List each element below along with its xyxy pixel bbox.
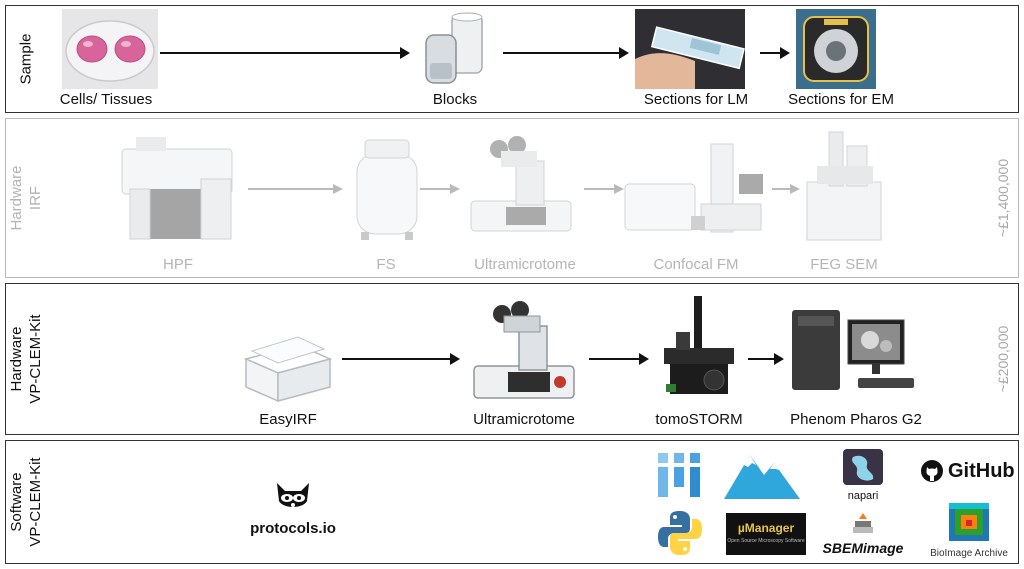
github-logo: GitHub bbox=[920, 459, 1015, 483]
easyirf-image bbox=[243, 336, 333, 403]
kit-software-side-label: Software VP-CLEM-Kit bbox=[8, 457, 44, 547]
sbemimage-logo: SBEMimage bbox=[818, 513, 908, 556]
tomostorm-label: tomoSTORM bbox=[655, 411, 743, 428]
mountain-logo-icon bbox=[724, 455, 800, 499]
irf-ultramicrotome-image bbox=[470, 136, 572, 232]
github-octocat-icon bbox=[921, 460, 943, 482]
software-kit-panel: Software VP-CLEM-Kit protocols.io nap bbox=[5, 440, 1019, 564]
arrow-tomostorm-to-phenom bbox=[748, 353, 784, 365]
hpf-machine-image bbox=[121, 137, 233, 240]
fiji-logo-icon bbox=[658, 453, 700, 497]
fs-machine-image bbox=[356, 139, 418, 240]
micromanager-logo: µManager Open Source Microscopy Software bbox=[726, 513, 806, 555]
hardware-kit-panel: Hardware VP-CLEM-Kit EasyIRF Ultramicrot… bbox=[5, 283, 1019, 435]
confocal-fm-label: Confocal FM bbox=[653, 256, 739, 273]
micromanager-text: µManager bbox=[737, 521, 795, 535]
bioimage-archive-icon bbox=[949, 503, 989, 541]
protocols-io-logo: protocols.io bbox=[238, 479, 348, 537]
napari-text: napari bbox=[847, 490, 879, 502]
cells-tissues-label: Cells/ Tissues bbox=[59, 91, 153, 108]
protocols-io-text: protocols.io bbox=[250, 520, 336, 537]
bioimage-archive-logo: BioImage Archive bbox=[924, 501, 1014, 559]
arrow-ultramicrotome-to-confocal bbox=[584, 184, 624, 194]
arrow-easyirf-to-ultramicrotome bbox=[342, 353, 460, 365]
confocal-fm-image bbox=[624, 143, 763, 233]
arrow-blocks-to-lm bbox=[503, 47, 629, 59]
blocks-image bbox=[425, 12, 483, 84]
arrow-lm-to-em bbox=[760, 47, 790, 59]
feg-sem-image bbox=[806, 131, 882, 241]
irf-side-label: Hardware IRF bbox=[8, 165, 44, 231]
feg-sem-label: FEG SEM bbox=[810, 256, 878, 273]
kit-ultramicrotome-image bbox=[473, 301, 575, 399]
napari-logo: napari bbox=[840, 449, 886, 502]
irf-cost: ~£1,400,000 bbox=[995, 158, 1011, 238]
sections-lm-label: Sections for LM bbox=[643, 91, 749, 108]
sbemimage-text: SBEMimage bbox=[822, 540, 904, 556]
sections-em-image bbox=[796, 9, 876, 89]
sample-panel: Sample Cells/ Tissues Blocks Sections fo… bbox=[5, 5, 1019, 113]
napari-icon bbox=[843, 449, 883, 485]
hardware-irf-panel: Hardware IRF HPF FS Ultramicrotome bbox=[5, 118, 1019, 278]
arrow-cells-to-blocks bbox=[160, 47, 410, 59]
fs-label: FS bbox=[376, 256, 396, 273]
raccoon-icon bbox=[277, 483, 309, 507]
phenom-pharos-image bbox=[792, 310, 914, 390]
arrow-fs-to-ultramicrotome bbox=[420, 184, 460, 194]
arrow-ultramicrotome-to-tomostorm bbox=[589, 353, 649, 365]
arrow-confocal-to-sem bbox=[772, 184, 800, 194]
sections-lm-image bbox=[635, 9, 745, 89]
irf-ultramicrotome-label: Ultramicrotome bbox=[474, 256, 576, 273]
github-text: GitHub bbox=[948, 459, 1015, 482]
kit-ultramicrotome-label: Ultramicrotome bbox=[473, 411, 575, 428]
micromanager-subtext: Open Source Microscopy Software bbox=[727, 538, 805, 544]
sbem-stage-icon bbox=[853, 513, 873, 533]
hpf-label: HPF bbox=[163, 256, 193, 273]
easyirf-label: EasyIRF bbox=[259, 411, 317, 428]
kit-hardware-cost: ~£200,000 bbox=[995, 325, 1011, 393]
arrow-hpf-to-fs bbox=[248, 184, 343, 194]
cells-tissues-image bbox=[62, 9, 158, 89]
sample-side-label: Sample bbox=[17, 33, 35, 85]
tomostorm-image bbox=[664, 296, 734, 394]
phenom-pharos-label: Phenom Pharos G2 bbox=[790, 411, 922, 428]
python-logo-icon bbox=[658, 511, 702, 555]
sections-em-label: Sections for EM bbox=[788, 91, 894, 108]
bioimage-archive-text: BioImage Archive bbox=[930, 548, 1008, 559]
kit-hardware-side-label: Hardware VP-CLEM-Kit bbox=[8, 314, 44, 404]
blocks-label: Blocks bbox=[432, 91, 478, 108]
